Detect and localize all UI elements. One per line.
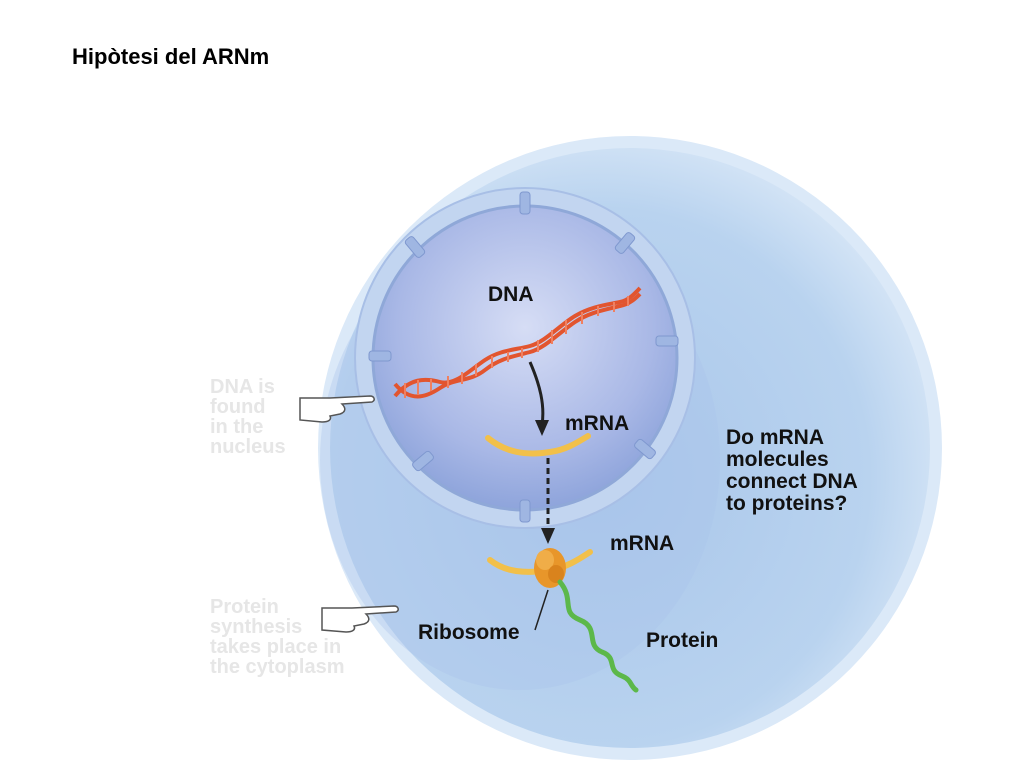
ribosome (534, 548, 566, 588)
cytoplasm-note-line: synthesis (210, 616, 303, 638)
question-line: connect DNA (726, 470, 858, 494)
question-line: to proteins? (726, 492, 848, 516)
protein-chain (557, 579, 639, 693)
pointing-hand-icon (299, 395, 375, 423)
mrna-strand-nucleus (485, 433, 591, 457)
cytoplasm-note: Protein synthesis takes place in the cyt… (210, 597, 344, 677)
nucleus-note-line: DNA is (210, 376, 275, 398)
cytoplasm-note-line: Protein (210, 596, 279, 618)
dna-helix (393, 286, 642, 399)
cytoplasm-note-line: the cytoplasm (210, 656, 345, 678)
cytoplasm-note-line: takes place in (210, 636, 342, 658)
mrna-nucleus-label: mRNA (565, 412, 630, 435)
ribosome-label: Ribosome (418, 621, 520, 644)
nucleus-note: DNA is found in the nucleus (210, 377, 286, 457)
nucleus (354, 187, 696, 529)
mrna-cytoplasm-label: mRNA (610, 532, 675, 555)
dna-label: DNA (488, 283, 534, 306)
question-line: molecules (726, 448, 829, 472)
question-line: Do mRNA (726, 426, 824, 449)
transcription-arrow (528, 361, 549, 436)
nucleus-note-line: in the (210, 416, 264, 438)
protein-label: Protein (646, 629, 719, 652)
page-title: Hipòtesi del ARNm (72, 44, 270, 69)
pointing-hand-icon (321, 605, 399, 633)
nucleus-note-line: nucleus (210, 436, 286, 458)
question-text: Do mRNA molecules connect DNA to protein… (726, 426, 906, 516)
nuclear-pores (368, 191, 679, 523)
export-arrow (541, 458, 555, 544)
ribosome-pointer (534, 589, 549, 631)
nucleus-note-line: found (210, 396, 266, 418)
